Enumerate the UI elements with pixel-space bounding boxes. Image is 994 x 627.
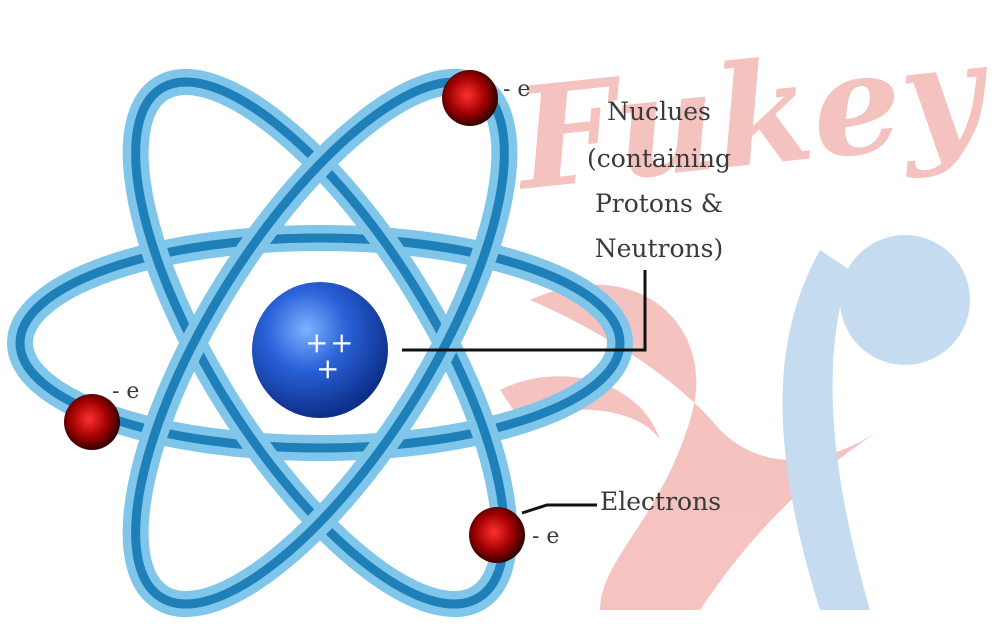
nucleus-label-line-1: Nuclues: [607, 97, 711, 126]
electron-sphere: [64, 394, 120, 450]
electrons-leader-line: [521, 503, 597, 515]
nucleus-label-line-2: (containing: [587, 144, 731, 173]
orbit-tilted-left-core: [131, 77, 509, 609]
orbit-horizontal-core: [15, 233, 625, 453]
electron-sphere: [442, 70, 498, 126]
electron-charge-label: - e: [532, 524, 559, 549]
nucleus-charge-2: +: [330, 326, 353, 359]
watermark-dot-blue: [840, 235, 970, 365]
electron-sphere: [469, 507, 525, 563]
watermark-text: Fukey: [506, 10, 994, 223]
nucleus: + + +: [252, 282, 388, 418]
electron-left: - e: [64, 379, 139, 450]
nucleus-label-line-3: Protons &: [595, 189, 723, 218]
electron-charge-label: - e: [112, 379, 139, 404]
nucleus-label: Nuclues (containing Protons & Neutrons): [587, 97, 731, 263]
nucleus-charge-3: +: [316, 352, 339, 385]
orbits: [7, 68, 633, 618]
nucleus-sphere: [252, 282, 388, 418]
watermark: Fukey: [500, 10, 994, 610]
nucleus-leader-line: [402, 270, 647, 352]
electron-top: - e: [442, 70, 530, 126]
watermark-swirl-pink: [530, 284, 880, 610]
watermark-swirl-blue: [782, 250, 870, 610]
nucleus-label-line-4: Neutrons): [595, 234, 724, 263]
electron-bottom: - e: [469, 507, 559, 563]
electron-charge-label: - e: [503, 77, 530, 102]
electrons-label: Electrons: [600, 487, 721, 516]
nucleus-charge-1: +: [305, 326, 328, 359]
